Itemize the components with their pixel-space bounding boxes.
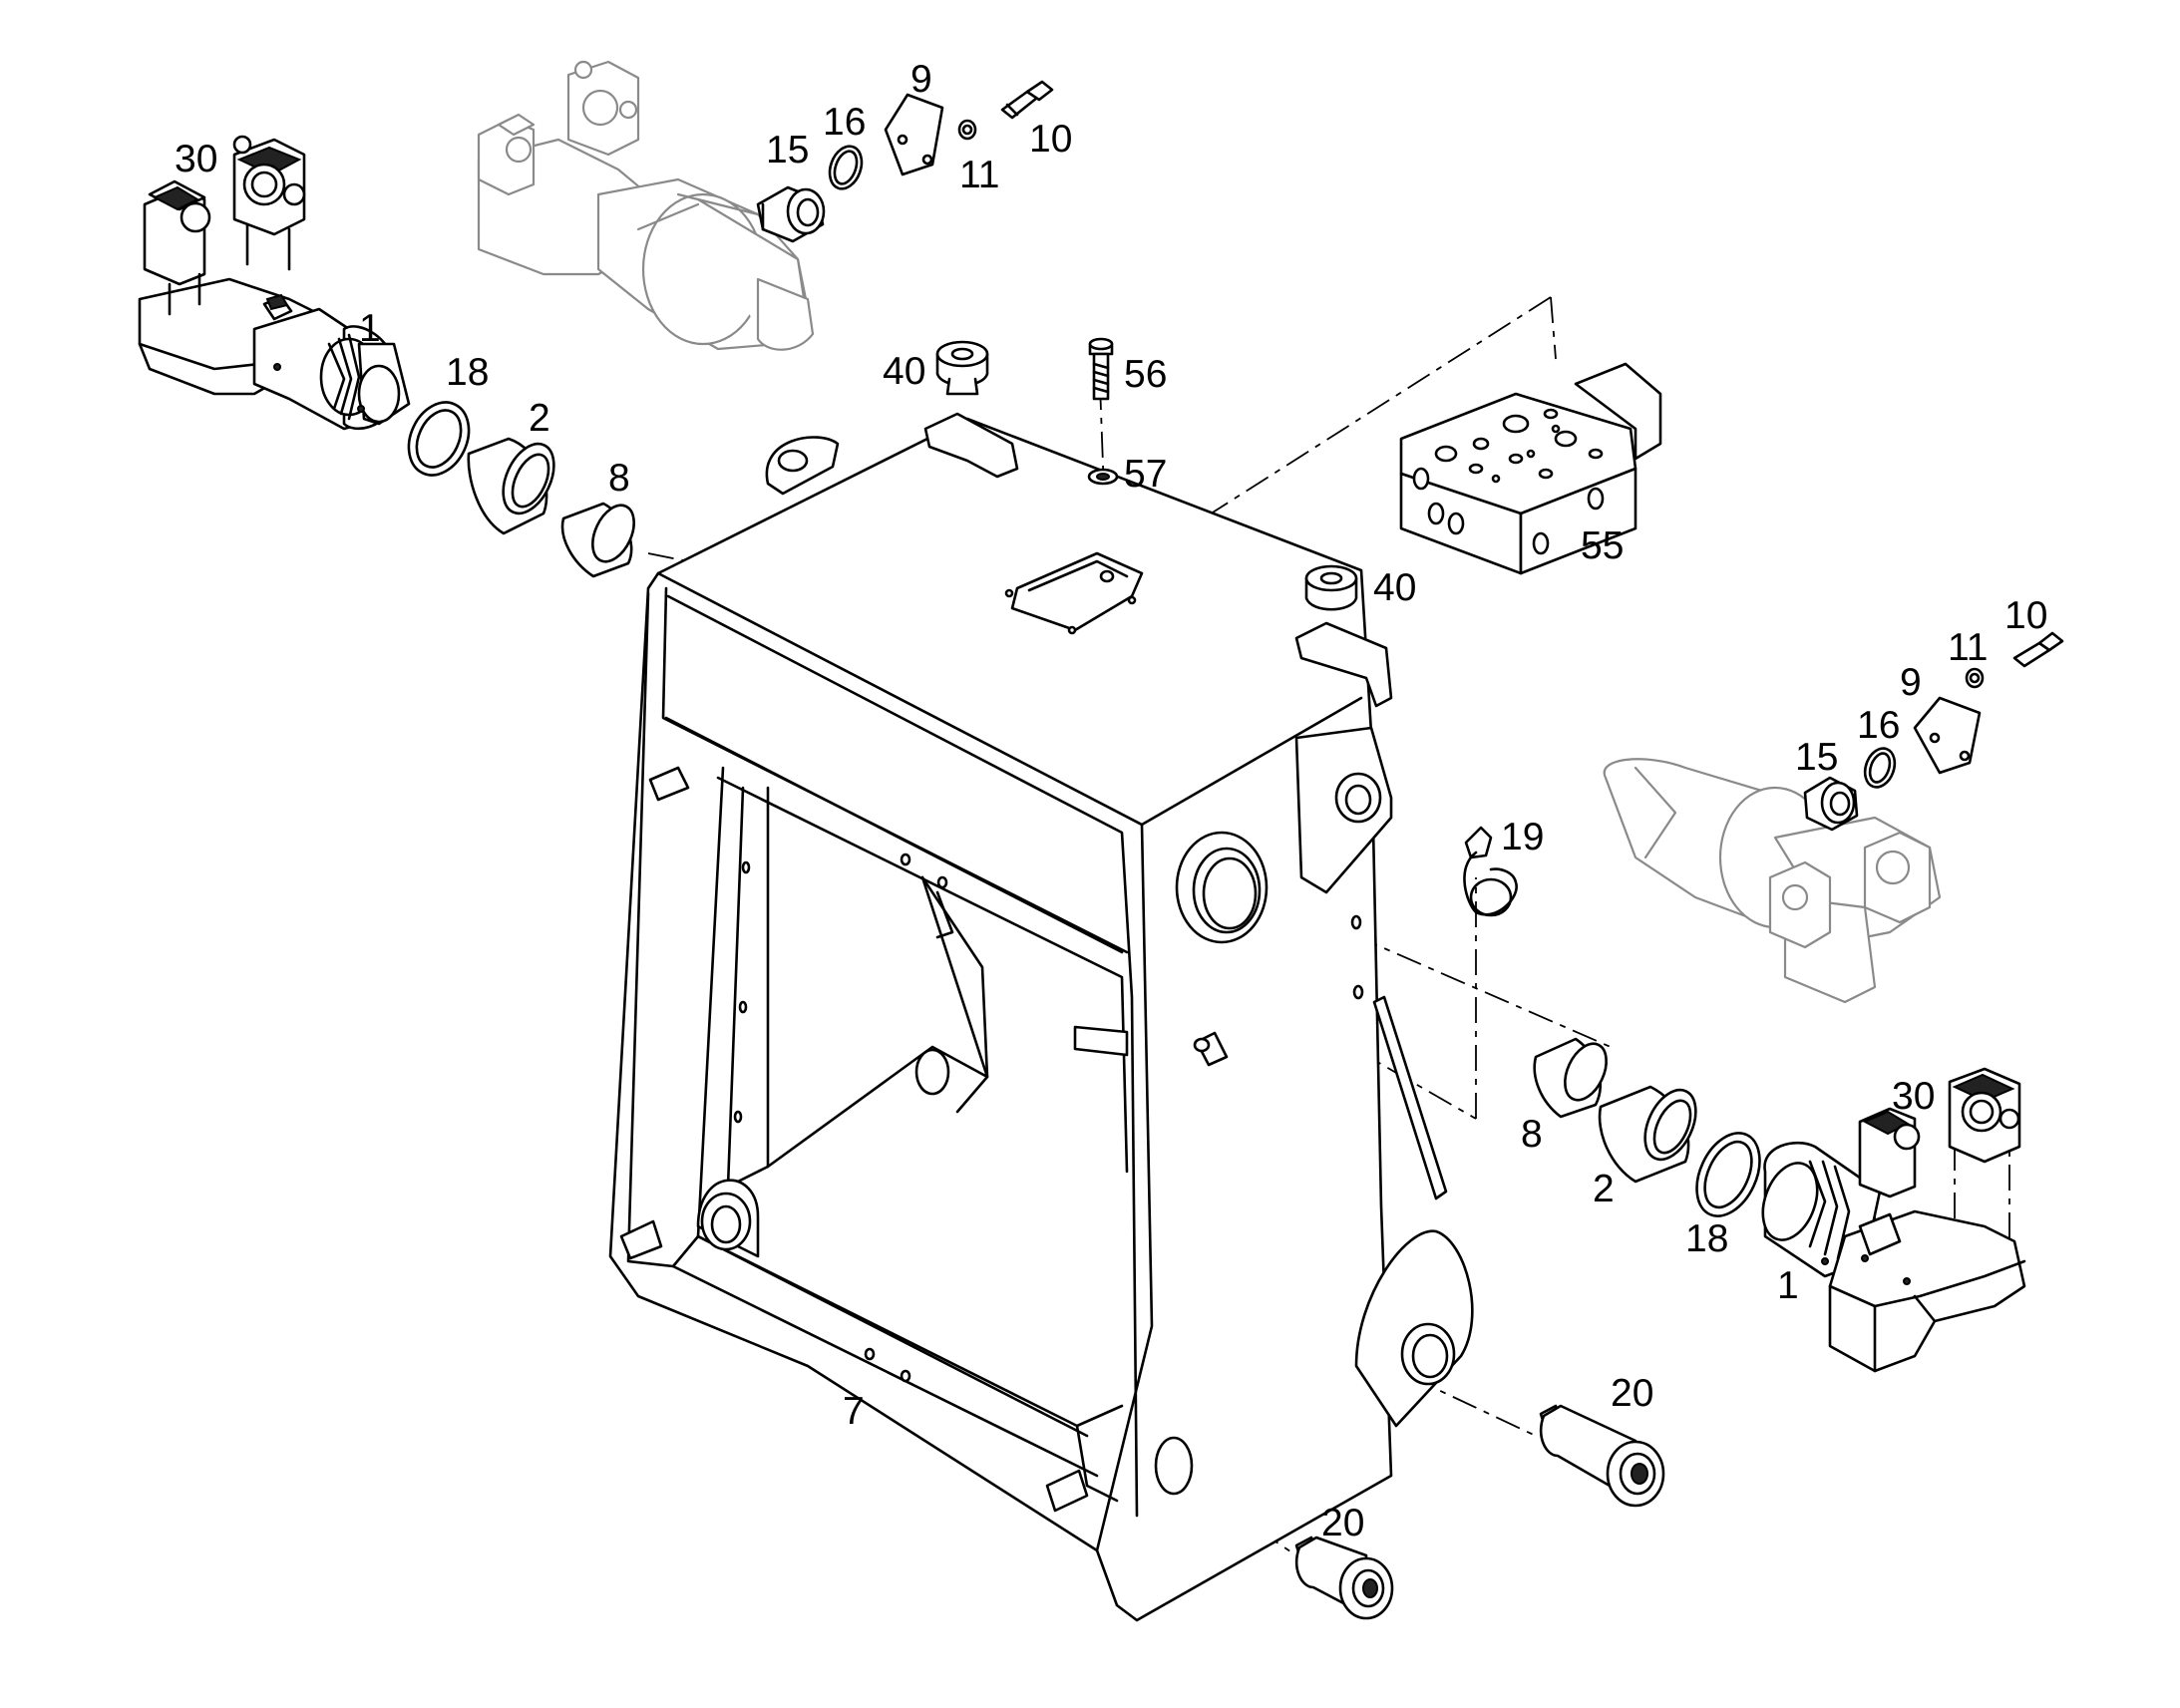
- cover-parts-top: [756, 80, 1054, 243]
- callout-labels: 1 18 2 8 30 15 16 9 11 10 40 56 57 55 40…: [175, 58, 2047, 1544]
- callout-label: 2: [1593, 1168, 1615, 1210]
- callout-label: 8: [608, 457, 630, 500]
- pivot-arm-upper-left: [138, 135, 411, 431]
- cover-parts-right: [1803, 631, 2064, 832]
- callout-label: 9: [910, 58, 932, 101]
- key-pin: [1463, 826, 1518, 917]
- callout-label: 16: [1857, 704, 1900, 747]
- callout-label: 18: [446, 351, 489, 394]
- callout-label: 1: [1777, 1264, 1799, 1307]
- callout-label: 20: [1321, 1502, 1364, 1544]
- ghost-arm-top: [477, 60, 815, 351]
- callout-label: 1: [359, 307, 381, 350]
- callout-label: 7: [843, 1390, 865, 1433]
- ghost-arm-right: [1603, 758, 1942, 1004]
- callout-label: 2: [529, 397, 550, 440]
- callout-label: 15: [766, 129, 809, 171]
- callout-label: 10: [1029, 118, 1072, 161]
- callout-label: 56: [1124, 353, 1167, 396]
- callout-label: 16: [823, 101, 866, 144]
- main-frame: [608, 412, 1474, 1622]
- bushings-lower-right: [1533, 1037, 1761, 1217]
- callout-label: 57: [1124, 453, 1167, 496]
- callout-label: 11: [959, 154, 1000, 196]
- callout-label: 18: [1685, 1217, 1728, 1260]
- callout-label: 8: [1521, 1113, 1543, 1156]
- callout-label: 15: [1795, 736, 1838, 779]
- callout-label: 55: [1581, 524, 1624, 567]
- callout-label: 40: [883, 350, 925, 393]
- plugs-and-bolt-top: [935, 337, 1358, 611]
- callout-label: 10: [2004, 594, 2047, 637]
- valve-block: [1399, 362, 1662, 575]
- bushings-upper-left: [407, 401, 635, 578]
- pivot-arm-lower-right: [1761, 1067, 2026, 1373]
- callout-label: 11: [1948, 626, 1989, 669]
- callout-label: 20: [1611, 1372, 1653, 1415]
- callout-label: 30: [175, 138, 217, 180]
- callout-label: 19: [1501, 816, 1544, 858]
- pins: [1294, 1404, 1665, 1620]
- callout-label: 40: [1373, 566, 1416, 609]
- callout-label: 30: [1892, 1075, 1935, 1118]
- callout-label: 9: [1900, 661, 1922, 704]
